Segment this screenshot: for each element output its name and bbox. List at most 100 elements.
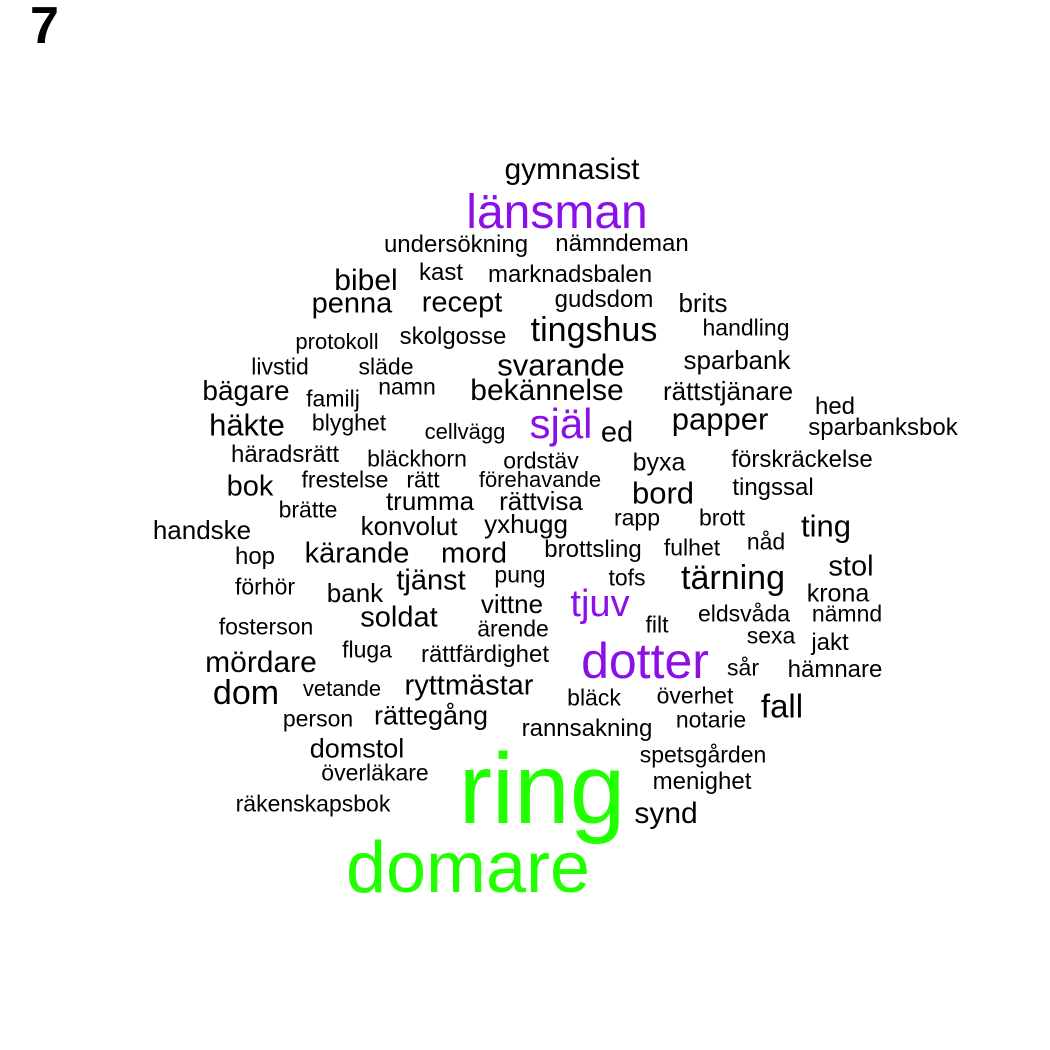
cloud-word: synd xyxy=(634,797,698,830)
cloud-word: fosterson xyxy=(218,613,314,640)
cloud-word: ärende xyxy=(477,615,549,642)
cloud-word: rättfärdighet xyxy=(420,641,550,668)
cloud-word: förehavande xyxy=(478,467,602,492)
cloud-word: hop xyxy=(234,543,276,570)
cloud-word: tingssal xyxy=(732,474,814,501)
cloud-word: nämndeman xyxy=(555,230,689,257)
cloud-word: rapp xyxy=(613,504,661,531)
cloud-word: filt xyxy=(645,611,669,638)
cloud-word: eldsvåda xyxy=(697,600,791,627)
cloud-word: brits xyxy=(678,288,728,318)
cloud-word: handske xyxy=(152,515,252,545)
cloud-word: ting xyxy=(801,508,851,544)
cloud-word: hed xyxy=(814,393,856,420)
cloud-word: bläck xyxy=(567,684,621,711)
cloud-word: notarie xyxy=(675,706,747,733)
cloud-word: handling xyxy=(702,314,790,341)
cloud-word: ordstäv xyxy=(503,447,579,474)
cloud-word: gymnasist xyxy=(504,153,640,186)
cloud-word: brätte xyxy=(278,496,338,523)
cloud-word: fall xyxy=(760,687,804,725)
cloud-word: rätt xyxy=(406,466,440,493)
cloud-word: livstid xyxy=(251,353,309,380)
cloud-word: stol xyxy=(828,550,874,583)
cloud-word: ring xyxy=(458,733,626,845)
panel-label: 7 xyxy=(30,0,59,55)
cloud-word: bekännelse xyxy=(470,374,624,407)
cloud-word: vetande xyxy=(302,676,382,701)
cloud-word: bok xyxy=(226,470,274,503)
cloud-word: räkenskapsbok xyxy=(235,790,391,817)
cloud-word: tärning xyxy=(681,559,785,597)
cloud-word: bank xyxy=(326,578,384,608)
cloud-word: överläkare xyxy=(321,759,429,786)
cloud-word: domstol xyxy=(309,733,405,764)
cloud-word: kärande xyxy=(304,537,410,570)
cloud-word: nåd xyxy=(746,528,786,555)
cloud-word: brott xyxy=(698,504,746,531)
cloud-word: namn xyxy=(378,373,436,400)
cloud-word: dotter xyxy=(581,633,709,689)
cloud-word: länsman xyxy=(466,186,648,239)
cloud-word: tingshus xyxy=(530,311,658,349)
cloud-word: mord xyxy=(440,537,508,570)
cloud-word: byxa xyxy=(632,448,686,477)
cloud-word: ed xyxy=(600,416,634,449)
cloud-word: domare xyxy=(345,828,591,908)
cloud-word: förhör xyxy=(234,573,296,600)
cloud-word: konvolut xyxy=(360,511,458,541)
cloud-word: protokoll xyxy=(295,329,379,354)
cloud-word: hämnare xyxy=(787,656,883,683)
cloud-word: dom xyxy=(212,674,280,712)
cloud-word: rannsakning xyxy=(521,715,653,742)
cloud-word: häkte xyxy=(209,407,285,443)
cloud-word: person xyxy=(282,705,354,732)
cloud-word: menighet xyxy=(652,768,752,795)
cloud-word: gudsdom xyxy=(554,286,654,313)
cloud-word: rättvisa xyxy=(499,486,583,516)
cloud-word: soldat xyxy=(360,601,438,634)
cloud-word: sår xyxy=(727,654,759,681)
cloud-word: fluga xyxy=(342,636,392,663)
cloud-word: sparbank xyxy=(683,345,791,375)
cloud-word: bläckhorn xyxy=(367,445,467,472)
cloud-word: pung xyxy=(494,561,546,588)
cloud-word: spetsgården xyxy=(639,741,767,768)
cloud-word: överhet xyxy=(656,682,734,709)
cloud-word: släde xyxy=(358,353,414,380)
cloud-word: sparbanksbok xyxy=(808,414,958,441)
cloud-word: sexa xyxy=(746,622,796,649)
cloud-word: rättegång xyxy=(373,700,489,731)
cloud-word: tjuv xyxy=(570,583,630,625)
cloud-word: familj xyxy=(306,385,360,412)
cloud-word: bibel xyxy=(334,264,398,297)
cloud-word: frestelse xyxy=(301,466,389,493)
cloud-word: fulhet xyxy=(663,534,721,561)
cloud-word: svarande xyxy=(497,347,625,383)
cloud-word: bägare xyxy=(202,375,290,406)
cloud-word: jakt xyxy=(811,629,849,656)
cloud-word: krona xyxy=(806,579,870,608)
cloud-word: häradsrätt xyxy=(230,441,340,468)
cloud-word: kast xyxy=(418,259,464,286)
cloud-word: tofs xyxy=(608,564,646,591)
cloud-word: nämnd xyxy=(811,600,883,627)
cloud-word: blyghet xyxy=(311,409,387,436)
cloud-word: förskräckelse xyxy=(731,446,873,473)
cloud-word: papper xyxy=(671,401,769,437)
cloud-word: trumma xyxy=(385,486,475,516)
cloud-word: mördare xyxy=(205,646,317,679)
cloud-word: rättstjänare xyxy=(662,376,794,406)
cloud-word: undersökning xyxy=(383,231,529,258)
cloud-word: cellvägg xyxy=(424,419,506,444)
cloud-word: recept xyxy=(421,286,503,319)
cloud-word: skolgosse xyxy=(399,323,507,350)
cloud-word: penna xyxy=(311,287,393,320)
cloud-word: ryttmästar xyxy=(404,669,534,702)
cloud-word: yxhugg xyxy=(484,509,568,539)
cloud-word: brottsling xyxy=(544,536,642,563)
cloud-word: bord xyxy=(631,475,695,511)
cloud-word: tjänst xyxy=(396,564,466,597)
cloud-word: själ xyxy=(529,400,593,447)
